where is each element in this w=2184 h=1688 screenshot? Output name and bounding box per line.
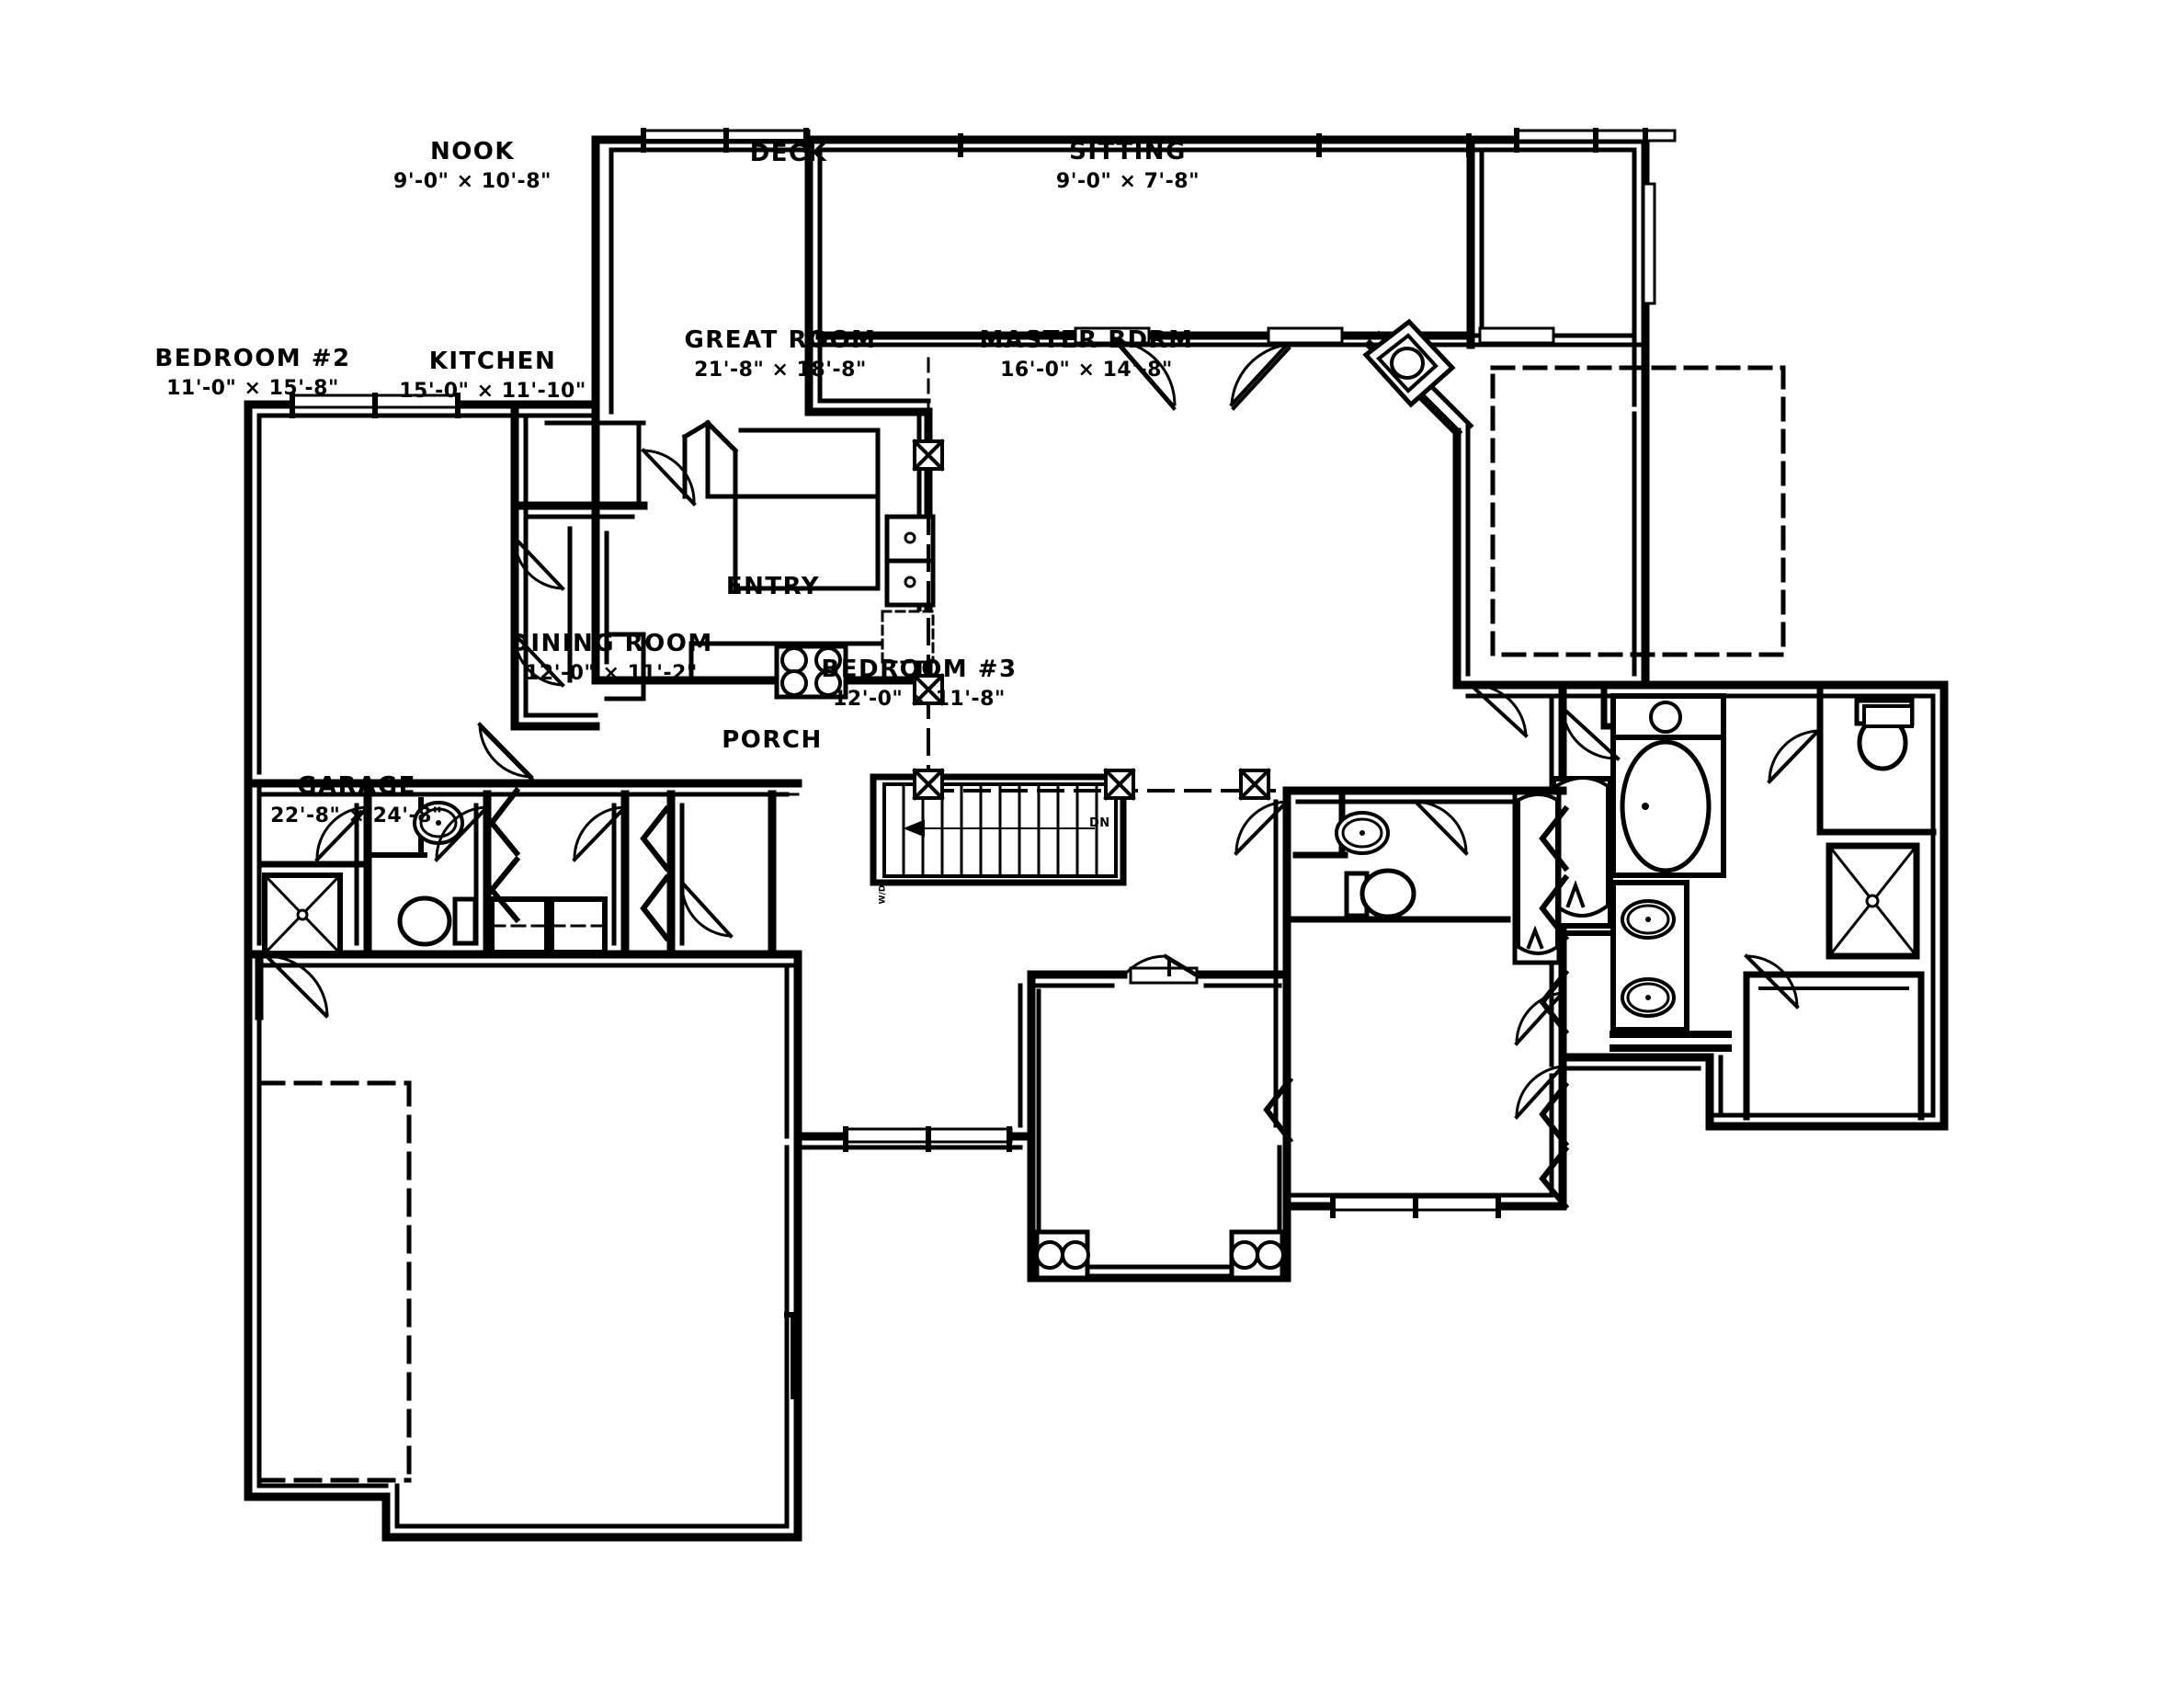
room-name: DECK xyxy=(749,140,828,167)
deck-doors xyxy=(1074,326,1555,345)
room-name: BEDROOM #3 xyxy=(821,656,1018,683)
master-shower xyxy=(1826,842,1920,960)
room-dimensions: 22'-8" × 24'-8" xyxy=(270,804,443,827)
room-label-entry: ENTRY xyxy=(644,573,902,604)
room-dimensions: 16'-0" × 14'-8" xyxy=(1000,359,1173,382)
kitchen-counters xyxy=(681,419,936,700)
bedroom3-windows xyxy=(1330,1194,1501,1218)
beam-posts xyxy=(912,439,1271,801)
room-label-sitting: SITTING 9'-0" × 7'-8" xyxy=(999,138,1257,195)
room-label-great-room: GREAT ROOM 21'-8" × 18'-8" xyxy=(633,326,927,383)
room-dimensions: 12'-0" × 11'-2" xyxy=(525,662,698,685)
room-name: PORCH xyxy=(722,726,823,754)
deck-rail-posts xyxy=(958,133,1472,157)
entry-door xyxy=(1120,953,1199,985)
room-name: GARAGE xyxy=(297,772,416,800)
dining-room-walls xyxy=(784,950,802,1152)
sitting-right-windows xyxy=(1642,182,1656,305)
door-swings xyxy=(314,448,1821,1120)
room-dimensions: 9'-0" × 7'-8" xyxy=(1055,170,1200,193)
washer-dryer-label: W/D xyxy=(878,884,888,905)
beam-lines xyxy=(927,410,1491,793)
dining-windows xyxy=(843,1126,1013,1152)
room-label-master-bdrm: MASTER BDRM 16'-0" × 14'-8" xyxy=(939,326,1234,383)
room-name: BEDROOM #2 xyxy=(154,345,351,372)
master-secondary-tub xyxy=(1551,776,1613,936)
room-label-bedroom2: BEDROOM #2 11'-0" × 15'-8" xyxy=(106,345,400,402)
garage-entry-door xyxy=(255,950,329,1021)
room-label-dining-room: DINING ROOM 12'-0" × 11'-2" xyxy=(464,630,758,687)
garage xyxy=(256,1080,801,1539)
master-bath-walls xyxy=(1559,684,1732,1052)
room-dimensions: 12'-0" × 11'-8" xyxy=(833,688,1006,711)
room-name: DINING ROOM xyxy=(509,630,713,657)
room-name: NOOK xyxy=(429,138,516,165)
staircase xyxy=(870,773,1127,886)
great-room-french-doors xyxy=(1114,338,1291,411)
porch-columns xyxy=(1034,1229,1285,1281)
room-label-bedroom3: BEDROOM #3 12'-0" × 11'-8" xyxy=(772,656,1066,713)
room-name: ENTRY xyxy=(725,573,821,600)
room-label-kitchen: KITCHEN 15'-0" × 11'-10" xyxy=(355,348,631,405)
room-name: MASTER BDRM xyxy=(979,326,1194,354)
room-name: GREAT ROOM xyxy=(684,326,877,354)
stair-direction-label: DN xyxy=(1089,816,1110,830)
room-label-deck: DECK xyxy=(660,140,917,171)
fireplace xyxy=(1362,318,1456,408)
laundry-washer-dryer xyxy=(489,896,608,955)
room-dimensions: 15'-0" × 11'-10" xyxy=(399,380,586,403)
room-name: KITCHEN xyxy=(428,348,557,375)
upper-right-bath xyxy=(1816,681,1914,728)
bifold-doors xyxy=(488,786,1570,1211)
soffit-lines xyxy=(257,357,930,796)
room-label-nook: NOOK 9'-0" × 10'-8" xyxy=(344,138,601,195)
sitting-windows xyxy=(1514,128,1677,153)
room-name: SITTING xyxy=(1069,138,1187,165)
hall-bath-fixtures xyxy=(261,797,478,956)
room-label-garage: GARAGE 22'-8" × 24'-8" xyxy=(210,772,504,829)
room-dimensions: 21'-8" × 18'-8" xyxy=(694,359,867,382)
room-dimensions: 11'-0" × 15'-8" xyxy=(166,377,339,400)
room-dimensions: 9'-0" × 10'-8" xyxy=(393,170,552,193)
bedroom2-windows xyxy=(290,393,461,418)
master-tray-ceiling xyxy=(1490,365,1786,657)
room-label-porch: PORCH xyxy=(643,726,901,758)
nook-windows xyxy=(641,128,811,153)
master-closet xyxy=(1743,971,1925,1121)
